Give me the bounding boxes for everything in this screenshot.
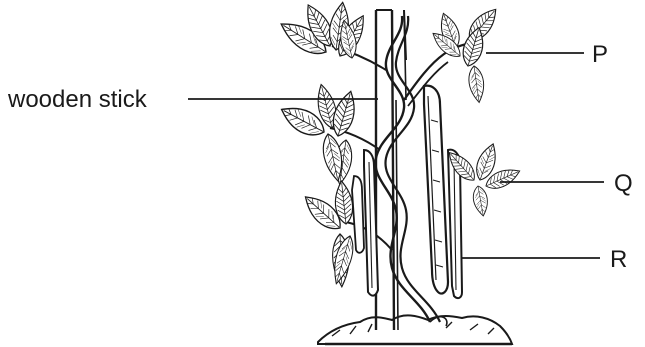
- leaves: [276, 1, 523, 287]
- wooden-stick: [376, 10, 406, 330]
- wooden-stick-label: wooden stick: [7, 86, 148, 113]
- soil: [318, 315, 512, 344]
- r-label: R: [610, 246, 627, 273]
- p-label: P: [592, 41, 608, 68]
- bean-pods: [352, 86, 462, 298]
- q-label: Q: [614, 170, 633, 197]
